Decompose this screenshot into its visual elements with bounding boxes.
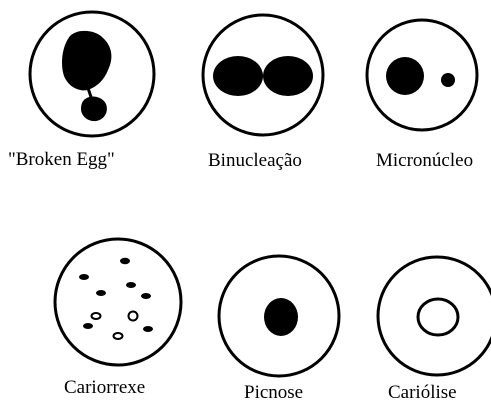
pyknotic-nucleus [264,298,298,336]
fragment [96,290,106,296]
fragment [120,258,130,264]
label-broken-egg: "Broken Egg" [8,150,115,169]
fragment [79,274,89,280]
cell-picnose [219,256,339,376]
label-cariolise: Cariólise [388,383,457,402]
nucleus-right [263,56,313,96]
main-nucleus [386,57,424,95]
cell-binucleacao [203,15,323,135]
micronucleus [441,73,455,87]
label-picnose: Picnose [244,383,303,402]
cell-cariolise [378,257,491,375]
fragment [141,293,151,299]
fragment [126,282,136,288]
cell-cariorrexe [55,239,181,365]
nucleus-left [213,56,263,96]
cell-micronucleo [367,20,477,130]
label-micronucleo: Micronúcleo [376,151,473,170]
cell-broken-egg [30,12,154,136]
nuclear-bud [81,97,107,122]
cell-membrane [55,239,181,365]
label-binucleacao: Binucleação [208,151,302,170]
fragment [143,326,153,332]
label-cariorrexe: Cariorrexe [64,378,145,397]
lysed-nucleus [418,299,458,335]
fragment [83,323,93,329]
